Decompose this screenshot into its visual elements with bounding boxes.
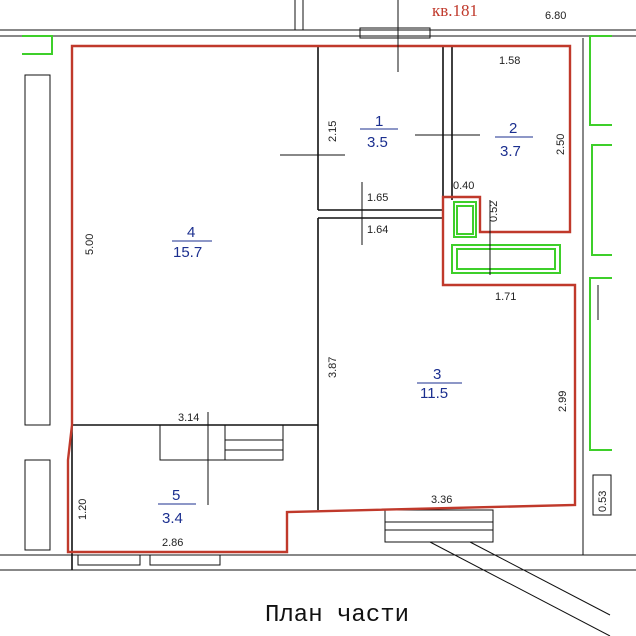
dim-room5-height: 1.20 <box>77 499 89 520</box>
fixtures <box>22 35 612 451</box>
svg-text:3: 3 <box>433 366 441 383</box>
svg-text:3.5: 3.5 <box>367 134 388 151</box>
dim-niche-width: 0.40 <box>453 180 474 192</box>
apartment-label: кв.181 <box>432 1 478 20</box>
svg-text:1: 1 <box>375 113 383 130</box>
dim-room3-right: 2.99 <box>557 391 569 412</box>
dim-room2-height: 2.50 <box>555 134 567 155</box>
dim-room3-bottom: 3.36 <box>431 494 452 506</box>
dim-room1-height: 2.15 <box>327 121 339 142</box>
dim-room3-left: 3.87 <box>327 357 339 378</box>
room-1-label: 1 3.5 <box>360 113 398 151</box>
svg-text:2: 2 <box>509 120 517 137</box>
room-5-label: 5 3.4 <box>158 487 196 527</box>
bathtub-fixture <box>451 244 561 274</box>
dim-top-right: 6.80 <box>545 10 566 22</box>
dim-outer-right: 0.53 <box>597 491 609 512</box>
dim-room5-width: 2.86 <box>162 537 183 549</box>
dim-corridor-top: 1.65 <box>367 192 388 204</box>
dim-room4-bottom: 3.14 <box>178 412 199 424</box>
plan-caption: План части <box>265 602 409 629</box>
dim-room4-height: 5.00 <box>84 234 96 255</box>
room-3-label: 3 11.5 <box>417 366 462 402</box>
room-2-label: 2 3.7 <box>495 120 533 160</box>
svg-text:3.4: 3.4 <box>162 510 183 527</box>
dim-corridor-bottom: 1.64 <box>367 224 388 236</box>
svg-text:5: 5 <box>172 487 180 504</box>
apartment-outline <box>66 44 577 554</box>
svg-text:3.7: 3.7 <box>500 143 521 160</box>
dim-niche-height: 0.52 <box>488 201 500 222</box>
door-marks <box>207 0 599 505</box>
sink-fixture <box>453 201 477 238</box>
dim-room2-width: 1.58 <box>499 55 520 67</box>
svg-text:4: 4 <box>187 224 195 241</box>
svg-text:15.7: 15.7 <box>173 244 202 261</box>
dim-room3-top: 1.71 <box>495 291 516 303</box>
svg-text:11.5: 11.5 <box>420 385 448 402</box>
room-4-label: 4 15.7 <box>172 224 212 261</box>
